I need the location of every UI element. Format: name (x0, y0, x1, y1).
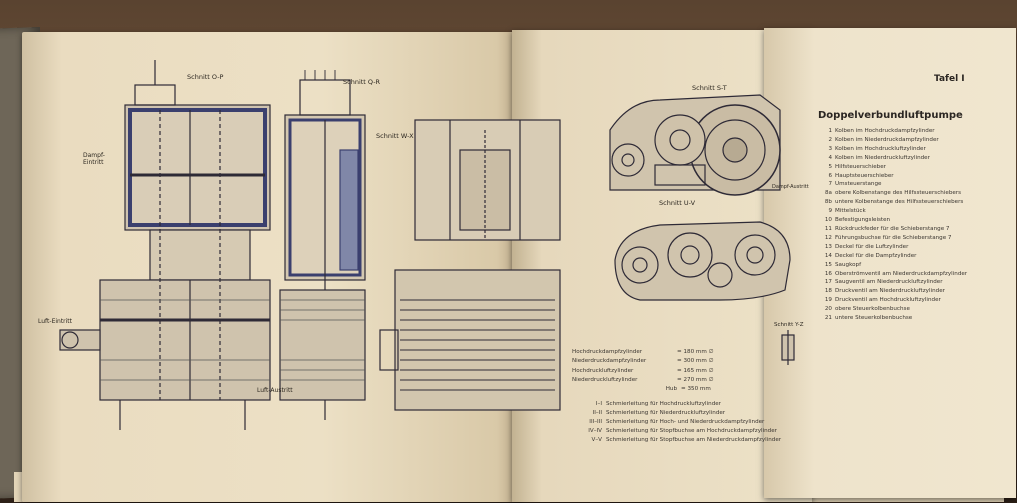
label-schnitt-wx: Schnitt W-X (376, 132, 414, 140)
section-uv-drawing (614, 221, 791, 301)
plate-title: Doppelverbundluftpumpe (818, 110, 963, 121)
label-schnitt-qr: Schnitt Q-R (343, 78, 381, 86)
section-wx-drawing (379, 119, 561, 411)
label-dampf-austritt: Dampf-Austritt (772, 184, 809, 190)
label-luft-austritt: Luft-Austritt (257, 387, 293, 394)
dimension-row: Niederdruckdampfzylinder= 300 mm ∅ (572, 358, 714, 365)
dimension-row: Hochdruckluftzylinder= 165 mm ∅ (572, 367, 714, 374)
plate-label: Tafel I (934, 74, 965, 84)
section-yz-drawing (781, 330, 795, 365)
label-luft-eintritt: Luft-Eintritt (38, 318, 73, 325)
dimension-row: Hub= 350 mm (665, 386, 711, 393)
label-schnitt-uv: Schnitt U-V (659, 199, 696, 207)
section-op-drawing (59, 60, 271, 430)
label-schnitt-yz: Schnitt Y-Z (774, 322, 804, 328)
dimension-row: Hochdruckdampfzylinder= 180 mm ∅ (572, 349, 714, 355)
section-st-drawing (609, 94, 781, 196)
left-page (22, 32, 522, 502)
foldout-page (764, 28, 1016, 498)
label-schnitt-op: Schnitt O-P (187, 73, 224, 81)
label-schnitt-st: Schnitt S-T (692, 84, 727, 92)
dimension-row: Niederdruckluftzylinder= 270 mm ∅ (572, 376, 714, 383)
dimensions-table: Hochdruckdampfzylinder= 180 mm ∅ Niederd… (572, 348, 742, 394)
section-qr-drawing (279, 70, 366, 420)
label-dampf-eintritt: Dampf-Eintritt (83, 152, 105, 166)
